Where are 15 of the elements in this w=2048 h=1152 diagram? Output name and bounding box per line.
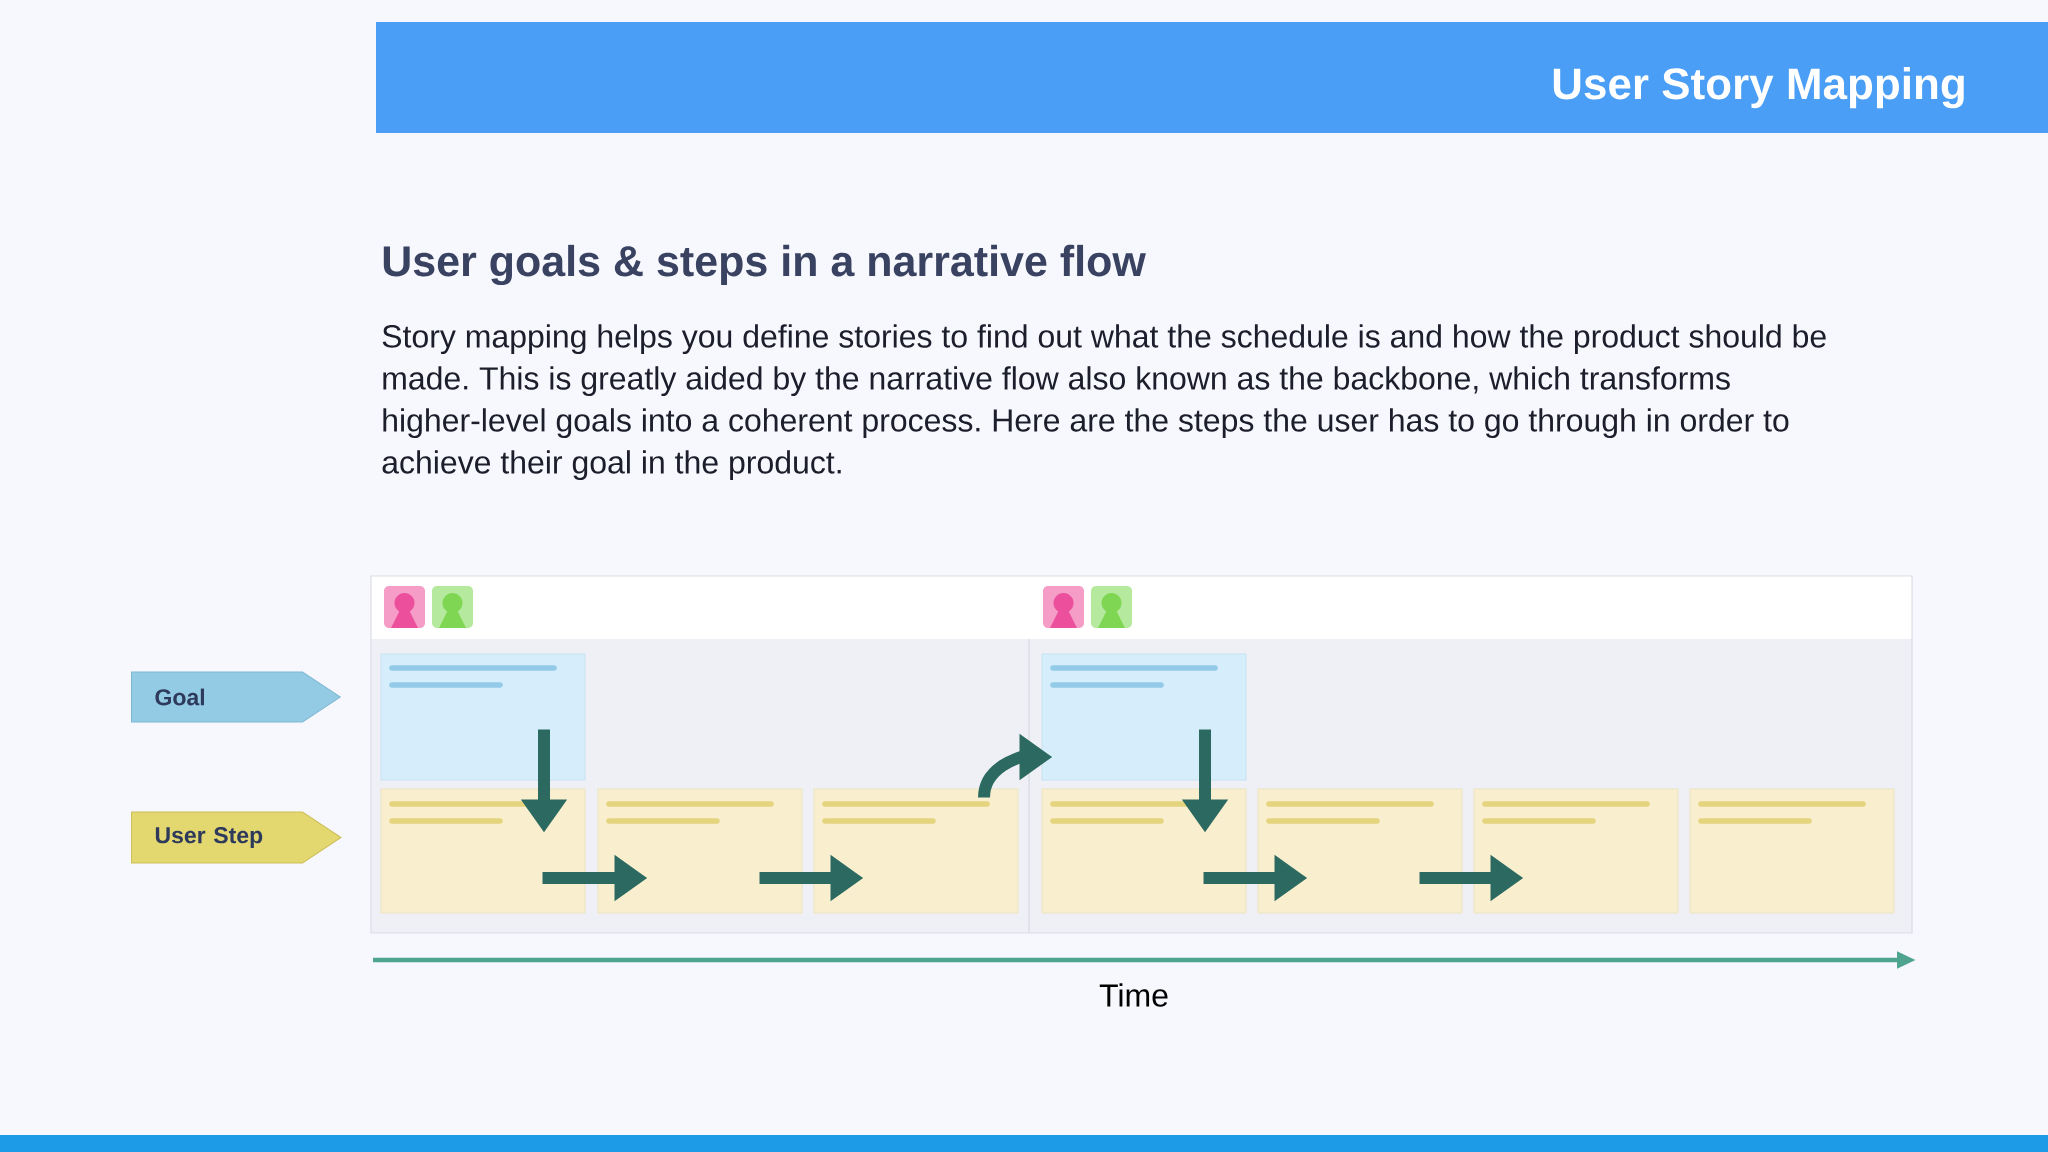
row-label: Goal bbox=[131, 671, 341, 723]
header-banner: User Story Mapping bbox=[376, 22, 2048, 133]
sticky-note bbox=[597, 788, 803, 914]
sticky-note bbox=[1689, 788, 1895, 914]
sticky-note bbox=[380, 788, 586, 914]
sticky-note bbox=[1473, 788, 1679, 914]
sticky-note bbox=[380, 653, 586, 781]
row-label: User Step bbox=[131, 811, 342, 864]
axis-label: Time bbox=[1099, 983, 1168, 1007]
sticky-note bbox=[1257, 788, 1463, 914]
heading: User goals & steps in a narrative flow bbox=[383, 244, 1146, 286]
sticky-note bbox=[1041, 653, 1247, 781]
sticky-note bbox=[813, 788, 1019, 914]
sticky-note bbox=[1041, 788, 1247, 914]
paragraph: Story mapping helps you define stories to find out what the schedule is and how the product should be made. This is greatly aided by the narrative flow also known as the backbone, which transforms higher-level goals into a coherent process. Here are the steps the user has to go through in order to achieve their goal in the product. bbox=[382, 324, 1826, 481]
